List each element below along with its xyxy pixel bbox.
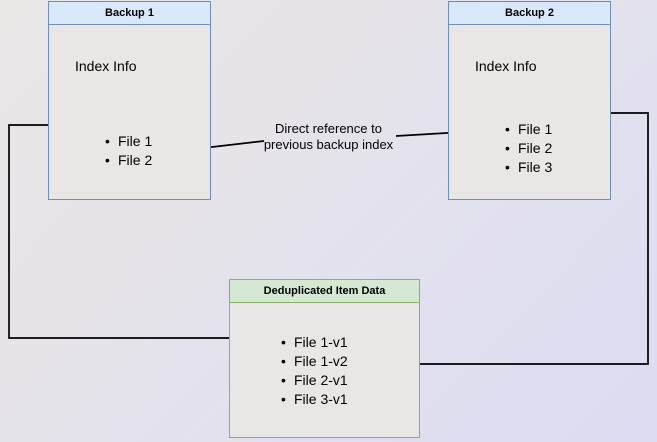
node-backup2[interactable]: Backup 2 Index Info File 1 File 2 File 3 bbox=[448, 1, 611, 200]
node-backup1-header: Backup 1 bbox=[49, 2, 210, 26]
node-dedup-file-list: File 1-v1 File 1-v2 File 2-v1 File 3-v1 bbox=[278, 333, 348, 409]
edge-label-line1: Direct reference to bbox=[275, 121, 382, 136]
node-backup2-file-list: File 1 File 2 File 3 bbox=[502, 120, 552, 177]
edge-label-line2: previous backup index bbox=[263, 137, 394, 152]
node-backup1-body: Index Info File 1 File 2 bbox=[49, 25, 210, 199]
node-backup1-subtitle: Index Info bbox=[75, 58, 137, 75]
node-backup2-body: Index Info File 1 File 2 File 3 bbox=[449, 25, 610, 199]
list-item: File 2-v1 bbox=[281, 371, 348, 390]
list-item: File 2 bbox=[105, 151, 152, 170]
node-backup2-subtitle: Index Info bbox=[475, 58, 537, 75]
list-item: File 1 bbox=[105, 132, 152, 151]
node-backup1-file-list: File 1 File 2 bbox=[102, 132, 152, 170]
list-item: File 3 bbox=[505, 158, 552, 177]
edge-backup2-to-dedup bbox=[376, 112, 649, 368]
list-item: File 1 bbox=[505, 120, 552, 139]
list-item: File 3-v1 bbox=[281, 390, 348, 409]
edge-label-direct-reference: Direct reference to previous backup inde… bbox=[261, 121, 396, 153]
node-deduplicated-item-data[interactable]: Deduplicated Item Data File 1-v1 File 1-… bbox=[229, 279, 420, 438]
list-item: File 2 bbox=[505, 139, 552, 158]
node-dedup-body: File 1-v1 File 1-v2 File 2-v1 File 3-v1 bbox=[230, 303, 419, 437]
node-dedup-header: Deduplicated Item Data bbox=[230, 280, 419, 304]
list-item: File 1-v1 bbox=[281, 333, 348, 352]
node-backup1[interactable]: Backup 1 Index Info File 1 File 2 bbox=[48, 1, 211, 200]
list-item: File 1-v2 bbox=[281, 352, 348, 371]
node-backup2-header: Backup 2 bbox=[449, 2, 610, 26]
